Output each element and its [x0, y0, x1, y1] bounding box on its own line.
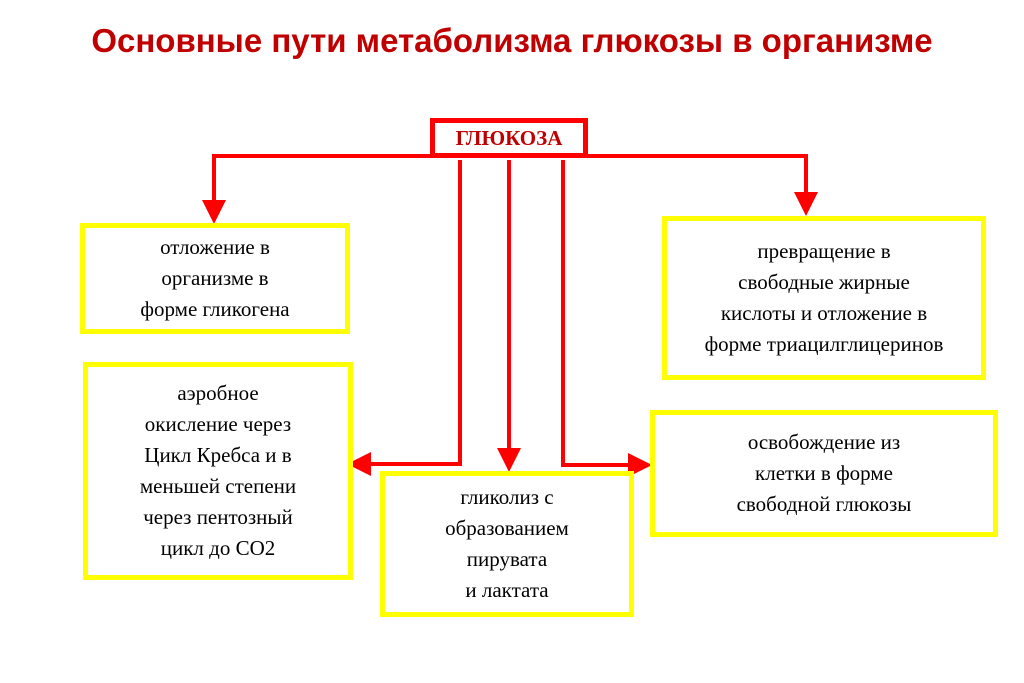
arrow-to-free-glucose [561, 160, 652, 477]
glucose-node: ГЛЮКОЗА [430, 118, 588, 158]
fatty-acids-box: превращение в свободные жирные кислоты и… [662, 216, 986, 380]
arrow-to-aerobic [347, 160, 462, 476]
glycogen-storage-box: отложение в организме в форме гликогена [80, 223, 350, 334]
glycolysis-text: гликолиз с образованием пирувата и лакта… [445, 485, 569, 602]
glycolysis-box: гликолиз с образованием пирувата и лакта… [380, 471, 634, 617]
fatty-acids-text: превращение в свободные жирные кислоты и… [704, 239, 944, 356]
aerobic-oxidation-text: аэробное окисление через Цикл Кребса и в… [139, 381, 297, 560]
free-glucose-text: освобождение из клетки в форме свободной… [736, 430, 912, 516]
glycogen-storage-text: отложение в организме в форме гликогена [140, 235, 290, 321]
aerobic-oxidation-box: аэробное окисление через Цикл Кребса и в… [83, 362, 353, 580]
page-title: Основные пути метаболизма глюкозы в орга… [91, 22, 933, 59]
arrow-to-fatty-acids [588, 154, 818, 216]
free-glucose-box: освобождение из клетки в форме свободной… [650, 410, 998, 537]
arrow-to-glycogen [202, 154, 430, 224]
